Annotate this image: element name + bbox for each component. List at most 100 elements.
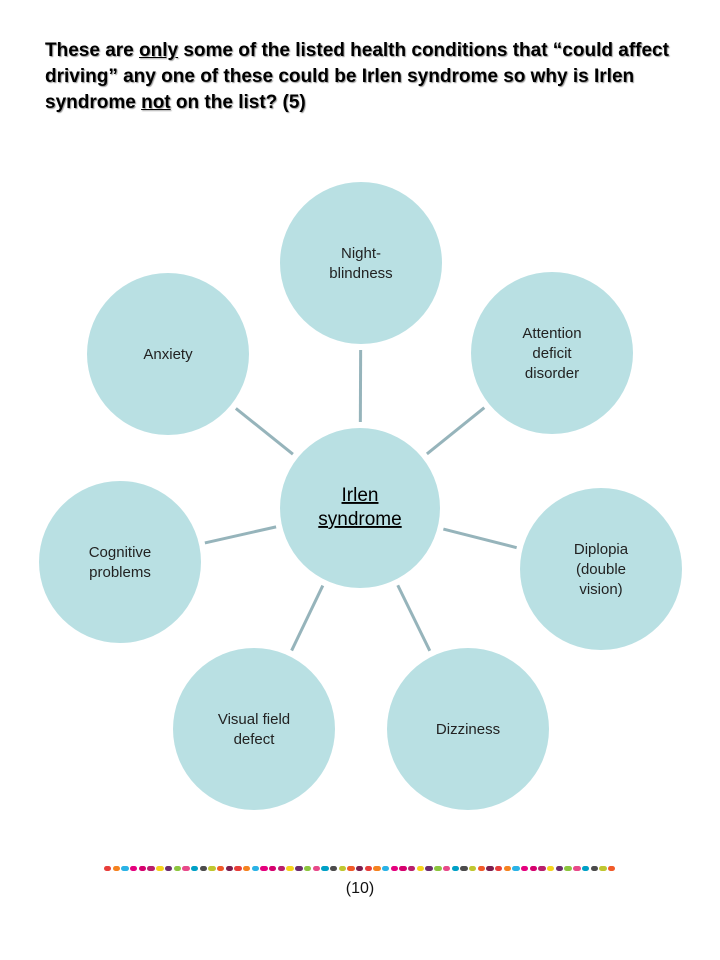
heading-text-2: some of the listed health conditions tha…	[45, 40, 669, 113]
decor-dot	[121, 866, 129, 871]
decor-dot	[260, 866, 268, 871]
decor-dot	[190, 866, 199, 871]
decor-dot	[303, 866, 312, 871]
decor-dot	[503, 866, 512, 871]
node-irlen-syndrome-center	[280, 428, 440, 588]
decor-dot	[312, 866, 320, 871]
decor-dot	[156, 866, 164, 871]
node-anxiety-label-line-1: Anxiety	[143, 346, 193, 363]
decor-dot	[477, 866, 485, 871]
node-anxiety	[87, 273, 249, 435]
decor-dot	[112, 866, 121, 871]
decor-dot	[373, 866, 381, 871]
decor-dot	[564, 866, 572, 871]
node-dizziness	[387, 648, 549, 810]
node-cognitive-problems-label-line-1: Cognitive	[89, 544, 152, 561]
node-diplopia-label-line-3: vision)	[579, 581, 622, 598]
decor-dot	[147, 866, 155, 871]
decor-dot	[199, 866, 207, 871]
decor-dot	[321, 866, 329, 871]
node-cognitive-problems	[39, 481, 201, 643]
decor-dot	[494, 866, 503, 871]
decor-dot	[399, 866, 407, 871]
decor-dot	[208, 866, 216, 871]
decor-dot	[590, 866, 598, 871]
decor-dot	[164, 866, 173, 871]
node-dizziness-label-line-1: Dizziness	[436, 721, 500, 738]
decor-dot	[573, 866, 581, 871]
node-diplopia-label-line-1: Diplopia	[574, 541, 629, 558]
page-heading: These are only some of the listed health…	[45, 38, 695, 116]
decor-dot	[408, 866, 416, 871]
decor-dot	[243, 866, 251, 871]
decor-dot	[382, 866, 390, 871]
decor-dot	[355, 866, 364, 871]
decor-dot	[607, 866, 616, 871]
heading-text-1: These are	[45, 40, 139, 61]
decor-dot	[216, 866, 225, 871]
decor-dot	[468, 866, 477, 871]
decor-dot	[173, 866, 181, 871]
decor-dot	[442, 866, 451, 871]
decor-dot	[538, 866, 546, 871]
decor-dot	[529, 866, 538, 871]
node-attention-deficit-disorder-label-line-3: disorder	[525, 365, 579, 382]
decor-dot	[269, 866, 277, 871]
center-label-line-1: Irlen	[342, 485, 379, 506]
decor-dot	[416, 866, 425, 871]
decor-dot	[512, 866, 520, 871]
connectors	[204, 349, 518, 652]
decor-dot	[338, 866, 346, 871]
center-label-line-2: syndrome	[318, 509, 401, 530]
decor-dot	[104, 866, 112, 871]
decor-dot	[329, 866, 338, 871]
connector-anxiety	[234, 407, 294, 456]
decor-dot	[521, 866, 529, 871]
page-number: (10)	[345, 880, 375, 897]
decor-dot	[486, 866, 494, 871]
heading-text-3: on the list? (5)	[170, 92, 306, 113]
node-night-blindness-label-line-2: blindness	[329, 265, 392, 282]
decor-dot	[277, 866, 286, 871]
decor-dot	[460, 866, 468, 871]
connector-diplopia	[443, 527, 518, 550]
node-diplopia	[520, 488, 682, 650]
decor-dot	[364, 866, 373, 871]
decor-dot	[138, 866, 147, 871]
decor-dot	[182, 866, 190, 871]
node-diplopia-label-line-2: (double	[576, 561, 626, 578]
decor-dot	[286, 866, 294, 871]
node-attention-deficit-disorder-label-line-2: deficit	[532, 345, 572, 362]
node-night-blindness	[280, 182, 442, 344]
connector-visual-field-defect	[290, 584, 325, 652]
node-night-blindness-label-line-1: Night-	[341, 245, 381, 262]
decor-dot	[390, 866, 399, 871]
connector-dizziness	[396, 584, 432, 652]
connector-attention-deficit-disorder	[425, 406, 486, 456]
decor-dot	[225, 866, 234, 871]
node-visual-field-defect-label-line-1: Visual field	[218, 711, 290, 728]
decor-dot	[295, 866, 303, 871]
node-attention-deficit-disorder-label-line-1: Attention	[522, 325, 581, 342]
decor-dot	[599, 866, 607, 871]
decor-dot	[251, 866, 260, 871]
decorative-dot-border	[104, 866, 620, 872]
heading-emphasis-not: not	[141, 92, 171, 113]
connector-cognitive-problems	[204, 525, 277, 545]
node-visual-field-defect	[173, 648, 335, 810]
heading-emphasis-only: only	[139, 40, 179, 61]
decor-dot	[130, 866, 138, 871]
decor-dot	[234, 866, 242, 871]
node-attention-deficit-disorder	[471, 272, 633, 434]
decor-dot	[434, 866, 442, 871]
node-cognitive-problems-label-line-2: problems	[89, 564, 151, 581]
decor-dot	[547, 866, 555, 871]
decor-dot	[555, 866, 564, 871]
decor-dot	[347, 866, 355, 871]
decor-dot	[425, 866, 433, 871]
node-visual-field-defect-label-line-2: defect	[234, 731, 276, 748]
decor-dot	[581, 866, 590, 871]
decor-dot	[451, 866, 459, 871]
